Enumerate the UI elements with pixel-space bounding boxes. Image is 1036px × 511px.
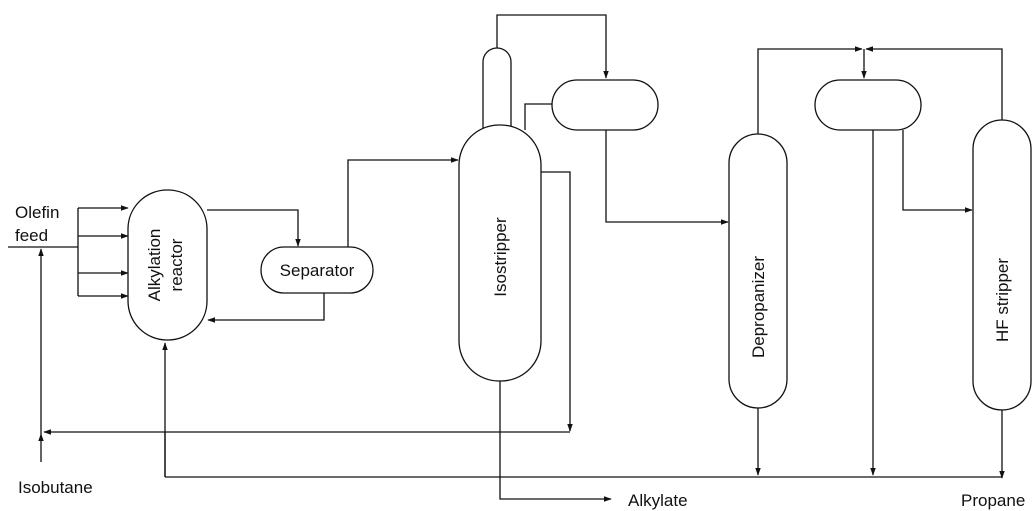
hf-stripper-label: HF stripper bbox=[993, 258, 1012, 342]
overhead-header-lines bbox=[757, 46, 1003, 134]
feed-label: feed bbox=[15, 226, 48, 245]
isostripper-sidedraw-recycle bbox=[43, 171, 1002, 478]
drum2-to-hfstripper-line bbox=[902, 130, 973, 213]
overhead-drum-2 bbox=[814, 79, 922, 131]
propane-label: Propane bbox=[961, 491, 1025, 510]
drum1-to-depropanizer-line bbox=[605, 130, 729, 225]
reactor-separator-lines bbox=[207, 209, 325, 323]
isobutane-label: Isobutane bbox=[18, 478, 93, 497]
separator-label: Separator bbox=[280, 261, 355, 280]
separator-vessel bbox=[260, 246, 374, 294]
olefin-label: Olefin bbox=[15, 203, 59, 222]
isostripper-label: Isostripper bbox=[491, 217, 510, 297]
isostripper-reflux-line bbox=[524, 103, 552, 130]
alkylation-reactor-vessel bbox=[127, 189, 208, 341]
isostripper-overhead-line bbox=[496, 14, 609, 79]
depropanizer-label: Depropanizer bbox=[749, 256, 768, 358]
separator-to-isostripper-line bbox=[347, 157, 459, 247]
overhead-drum-1 bbox=[551, 79, 659, 131]
alkylation-reactor-label-line2: reactor bbox=[167, 238, 186, 291]
alkylate-product-line bbox=[499, 381, 612, 502]
olefin-feed-lines bbox=[8, 205, 129, 299]
alkylate-label: Alkylate bbox=[628, 491, 688, 510]
alkylation-reactor-label-line1: Alkylation bbox=[145, 229, 164, 302]
